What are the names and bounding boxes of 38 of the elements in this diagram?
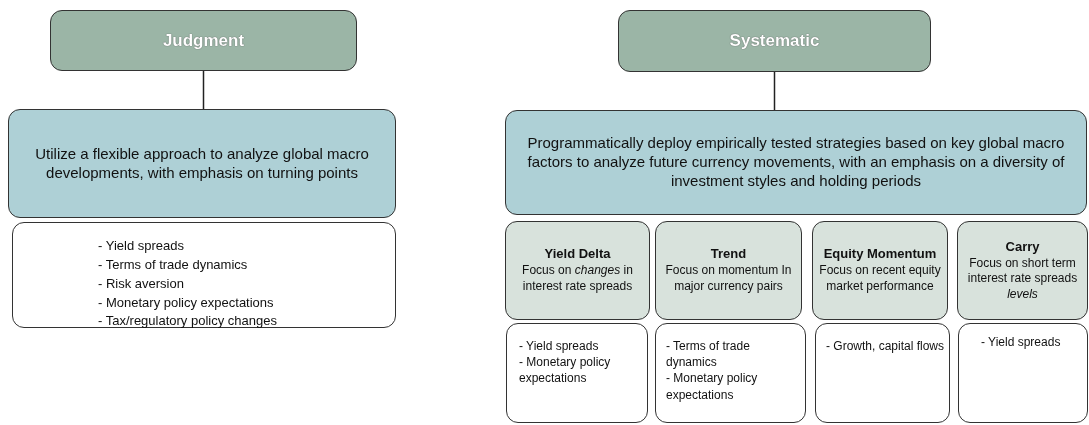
factor-item: - Tax/regulatory policy changes	[98, 312, 277, 331]
factor-list-box	[506, 323, 648, 423]
strategy-title: Equity Momentum	[823, 246, 937, 264]
category-title: Systematic	[729, 31, 820, 51]
factor-item: - Yield spreads	[981, 334, 1061, 351]
strategy-box	[957, 221, 1088, 320]
strategy-box	[812, 221, 948, 320]
factor-item: - Growth, capital flows	[826, 338, 945, 355]
factor-list-box	[958, 323, 1088, 423]
factor-item: - Monetary policy expectations	[98, 293, 274, 312]
factor-item: - Monetary policy expectations	[519, 354, 612, 387]
connector-line	[773, 71, 776, 111]
description-text: Programmatically deploy empirically tested strategies based on key global macro factors to analyze future currency movements, with an emphasis on a diversity of investment styles and holding periods	[526, 134, 1066, 191]
description-box	[8, 109, 396, 218]
strategy-description: Focus on momentum In major currency pairs	[664, 263, 793, 295]
description-box	[505, 110, 1087, 215]
factor-list-box	[12, 222, 396, 328]
category-box	[50, 10, 357, 71]
strategy-title: Yield Delta	[544, 246, 611, 264]
category-title: Judgment	[162, 30, 245, 51]
factor-item: - Terms of trade dynamics	[98, 255, 248, 274]
factor-list-box	[815, 323, 950, 423]
factor-item: - Risk aversion	[98, 274, 184, 293]
strategy-title: Carry	[1005, 238, 1040, 256]
factor-item: - Yield spreads	[98, 237, 184, 255]
description-text: Utilize a flexible approach to analyze global macro developments, with emphasis on turning points	[34, 144, 370, 183]
category-box	[618, 10, 931, 72]
strategy-box	[655, 221, 802, 320]
factor-list-box	[655, 323, 806, 423]
strategy-description: Focus on changes in interest rate spreads	[521, 263, 634, 295]
factor-item: - Terms of trade dynamics	[666, 338, 751, 371]
strategy-box	[505, 221, 650, 320]
strategy-description: Focus on recent equity market performance	[818, 263, 942, 295]
strategy-title: Trend	[710, 246, 747, 264]
connector-line	[202, 70, 205, 110]
factor-item: - Yield spreads	[519, 338, 599, 355]
factor-item: - Monetary policy expectations	[666, 370, 759, 403]
strategy-description: Focus on short term interest rate spreads levels	[966, 255, 1079, 303]
